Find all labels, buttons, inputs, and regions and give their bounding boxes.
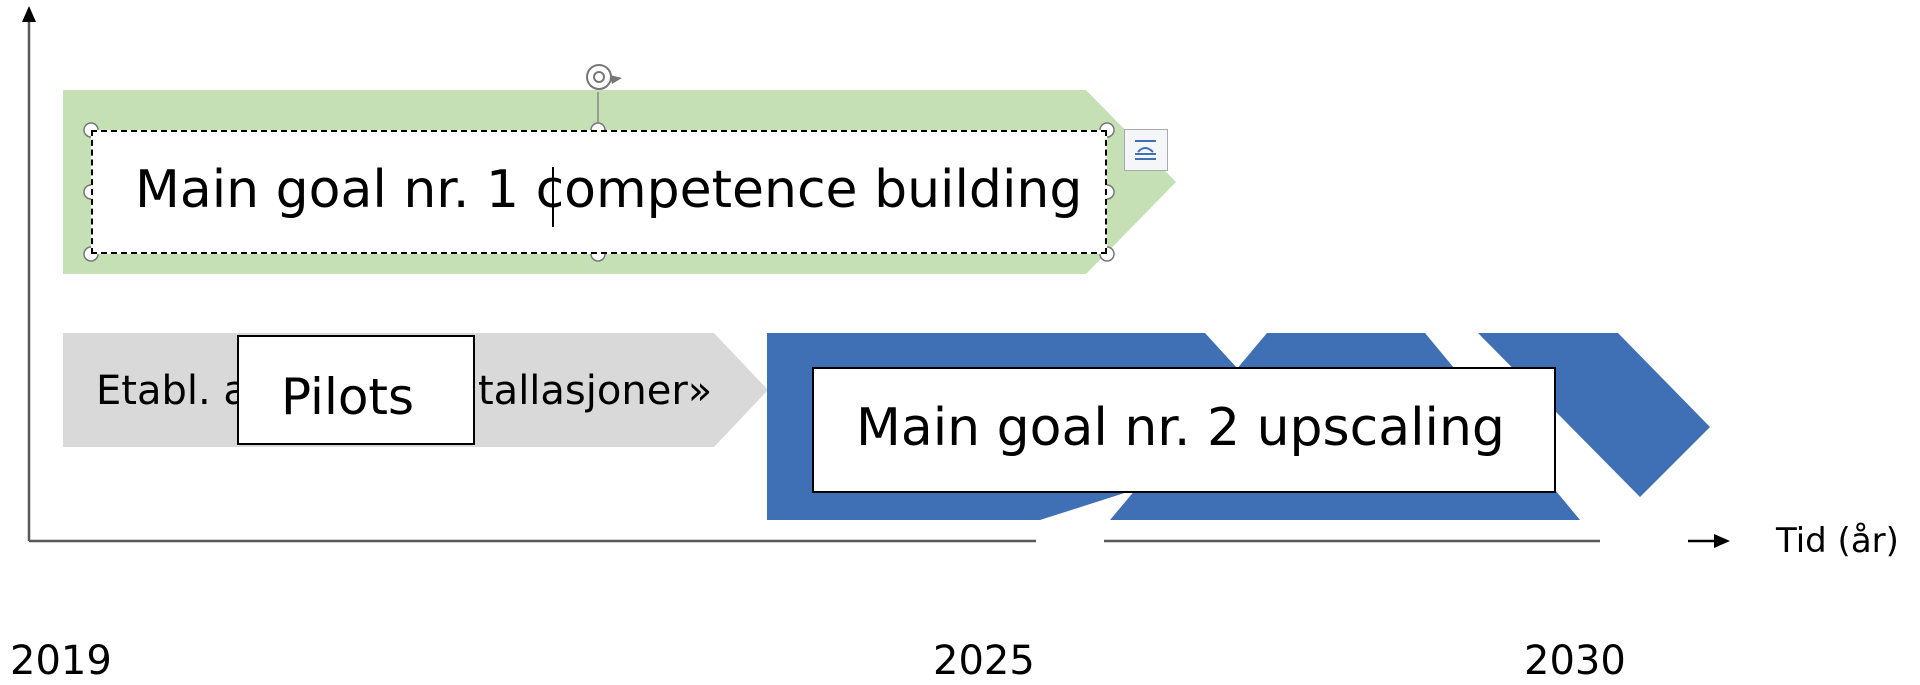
goal2-textbox[interactable] [812,367,1556,493]
x-axis-arrowhead [1714,534,1730,548]
year-label-2030: 2030 [1524,638,1626,684]
goal1-textbox[interactable] [91,130,1107,254]
text-cursor [552,167,554,227]
pilots-label: Pilots [281,368,415,426]
pilots-textbox[interactable] [237,335,475,445]
goal2-label: Main goal nr. 2 upscaling [856,398,1505,458]
year-label-2025: 2025 [933,638,1035,684]
year-label-2019: 2019 [10,638,112,684]
y-axis-arrowhead [22,6,36,22]
layout-options-icon[interactable] [1124,129,1168,171]
goal1-label: Main goal nr. 1 competence building [135,160,1083,220]
x-axis-title: Tid (år) [1776,521,1899,561]
rotate-handle-icon[interactable] [586,64,622,90]
axis-gap [1036,530,1104,552]
etabl-label-right: tallasjoner» [478,368,713,414]
etabl-label-left: Etabl. a [96,368,248,414]
